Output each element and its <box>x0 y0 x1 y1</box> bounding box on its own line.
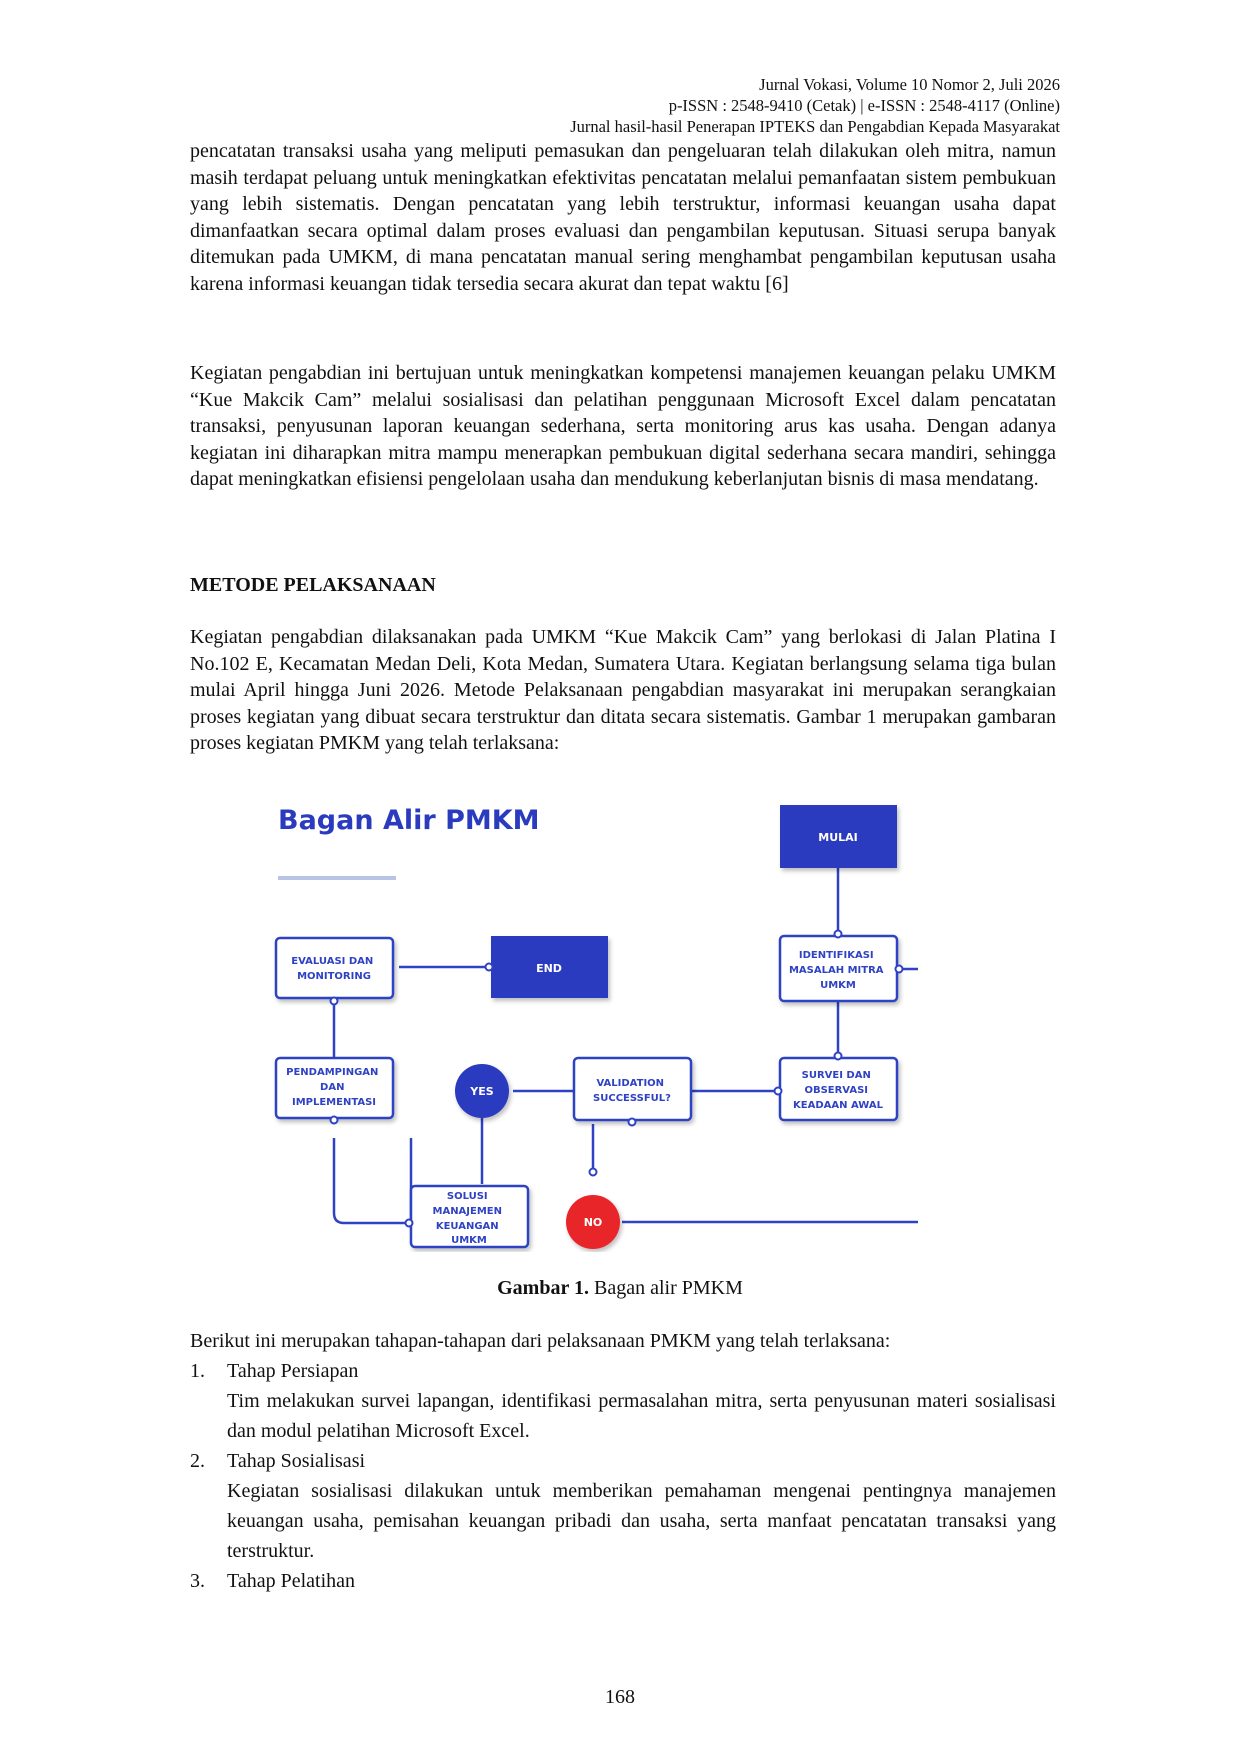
figure-caption-text: Bagan alir PMKM <box>588 1277 743 1299</box>
start-node <box>780 805 897 868</box>
step-description: Kegiatan sosialisasi dilakukan untuk mem… <box>227 1480 1056 1562</box>
steps-section: Berikut ini merupakan tahapan-tahapan da… <box>190 1326 1056 1596</box>
flowchart-svg: Bagan Alir PMKM MULAI IDENTIFIKASI MASAL… <box>274 805 940 1249</box>
validation-node-label: VALIDATION SUCCESSFUL? <box>593 1078 671 1104</box>
figure-caption-label: Gambar 1. <box>497 1277 589 1299</box>
solution-node-label: SOLUSI MANAJEMEN KEUANGAN UMKM <box>433 1191 506 1246</box>
step-item-3: 3. Tahap Pelatihan <box>190 1566 1056 1596</box>
step-number: 1. <box>190 1360 205 1382</box>
journal-header: Jurnal Vokasi, Volume 10 Nomor 2, Juli 2… <box>570 74 1060 137</box>
journal-header-line-1: Jurnal Vokasi, Volume 10 Nomor 2, Juli 2… <box>759 75 1060 94</box>
step-item-2: 2. Tahap Sosialisasi Kegiatan sosialisas… <box>190 1446 1056 1566</box>
page-number: 168 <box>605 1686 635 1708</box>
section-heading: METODE PELAKSANAAN <box>190 574 436 596</box>
flowchart-title: Bagan Alir PMKM <box>278 805 540 836</box>
validation-node <box>572 1056 693 1122</box>
steps-intro: Berikut ini merupakan tahapan-tahapan da… <box>190 1330 891 1352</box>
end-node-label: END <box>536 962 562 975</box>
step-title: Tahap Pelatihan <box>227 1570 355 1592</box>
connector-dots <box>329 929 904 1228</box>
start-node-label: MULAI <box>818 831 858 844</box>
no-node-label: NO <box>584 1216 603 1229</box>
solution-node <box>409 1184 530 1249</box>
paragraph-2: Kegiatan pengabdian ini bertujuan untuk … <box>190 362 1056 490</box>
evaluation-node <box>274 936 395 1000</box>
yes-node <box>455 1064 509 1118</box>
journal-header-line-3: Jurnal hasil-hasil Penerapan IPTEKS dan … <box>570 117 1060 136</box>
figure-caption: Gambar 1. Bagan alir PMKM <box>0 1277 1240 1300</box>
step-number: 2. <box>190 1450 205 1472</box>
yes-node-label: YES <box>469 1085 493 1098</box>
flowchart-connectors <box>332 868 940 1225</box>
paragraph-3: Kegiatan pengabdian dilaksanakan pada UM… <box>190 626 1056 754</box>
identify-problem-label: IDENTIFIKASI MASALAH MITRA UMKM <box>789 950 887 991</box>
title-divider <box>278 876 396 880</box>
paragraph-1: pencatatan transaksi usaha yang meliputi… <box>190 140 1056 295</box>
step-description: Tim melakukan survei lapangan, identifik… <box>227 1390 1056 1442</box>
step-title: Tahap Persiapan <box>227 1360 359 1382</box>
evaluation-node-label: EVALUASI DAN MONITORING <box>291 956 377 982</box>
journal-header-line-2: p-ISSN : 2548-9410 (Cetak) | e-ISSN : 25… <box>668 96 1060 115</box>
end-node <box>491 936 608 998</box>
no-node <box>566 1195 620 1249</box>
step-item-1: 1. Tahap Persiapan Tim melakukan survei … <box>190 1356 1056 1446</box>
step-title: Tahap Sosialisasi <box>227 1450 366 1472</box>
assistance-node-label: PENDAMPINGAN DAN IMPLEMENTASI <box>286 1067 382 1108</box>
step-number: 3. <box>190 1570 205 1592</box>
flowchart-figure: Bagan Alir PMKM MULAI IDENTIFIKASI MASAL… <box>262 800 940 1252</box>
survey-node-label: SURVEI DAN OBSERVASI KEADAAN AWAL <box>793 1070 884 1111</box>
